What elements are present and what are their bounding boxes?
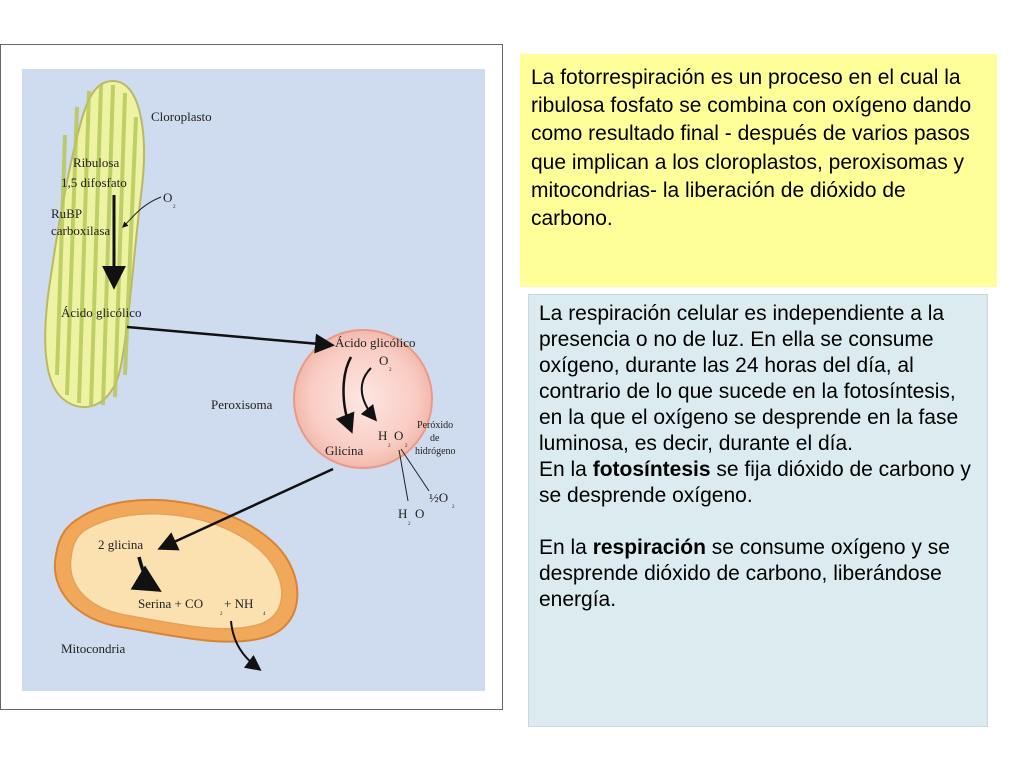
respiration-term: respiración — [593, 536, 706, 559]
label-cloroplasto: Cloroplasto — [151, 109, 212, 124]
label-difosfato: 1,5 difosfato — [61, 175, 127, 190]
label-nh: + NH — [224, 596, 253, 611]
label-peroxido-1: Peróxido — [417, 420, 453, 431]
label-dos-glicina: 2 glicina — [98, 537, 143, 552]
label-peroxido-2: de — [430, 433, 440, 444]
label-peroxido-3: hidrógeno — [415, 446, 456, 457]
label-ribulosa: Ribulosa — [73, 155, 119, 170]
respiration-prefix: En la — [539, 536, 593, 559]
label-peroxisoma: Peroxisoma — [211, 397, 273, 412]
label-serina: Serina + CO — [138, 596, 203, 611]
photosynthesis-term: fotosíntesis — [593, 458, 711, 481]
photorespiration-diagram: Cloroplasto Ribulosa 1,5 difosfato O 2 R… — [0, 44, 503, 710]
label-carboxilasa: carboxilasa — [51, 223, 110, 238]
paragraph-spacer — [539, 509, 977, 535]
label-acido-peroxisome: Ácido glicólico — [335, 335, 416, 350]
label-h2o-o: O — [415, 506, 424, 521]
label-mitocondria: Mitocondria — [61, 641, 125, 656]
label-o2-peroxisome: O — [379, 353, 388, 368]
photorespiration-textbox: La fotorrespiración es un proceso en el … — [520, 54, 997, 287]
diagram-svg: Cloroplasto Ribulosa 1,5 difosfato O 2 R… — [1, 45, 504, 711]
label-acido-chloroplast: Ácido glicólico — [61, 305, 142, 320]
label-h2o-h: H — [398, 506, 407, 521]
respiration-textbox: La respiración celular es independiente … — [528, 294, 988, 727]
respiration-summary-paragraph: En la respiración se consume oxígeno y s… — [539, 535, 977, 613]
label-half-o2: ½O — [429, 490, 448, 505]
label-o2-chloroplast: O — [163, 190, 172, 205]
label-h2o2-o: O — [394, 428, 403, 443]
label-glicina: Glicina — [325, 443, 363, 458]
photosynthesis-paragraph: En la fotosíntesis se fija dióxido de ca… — [539, 457, 977, 509]
respiration-paragraph: La respiración celular es independiente … — [539, 301, 977, 457]
photosynthesis-prefix: En la — [539, 458, 593, 481]
label-rubp: RuBP — [51, 206, 82, 221]
label-h2o2-h: H — [378, 428, 387, 443]
photorespiration-text: La fotorrespiración es un proceso en el … — [531, 64, 987, 233]
